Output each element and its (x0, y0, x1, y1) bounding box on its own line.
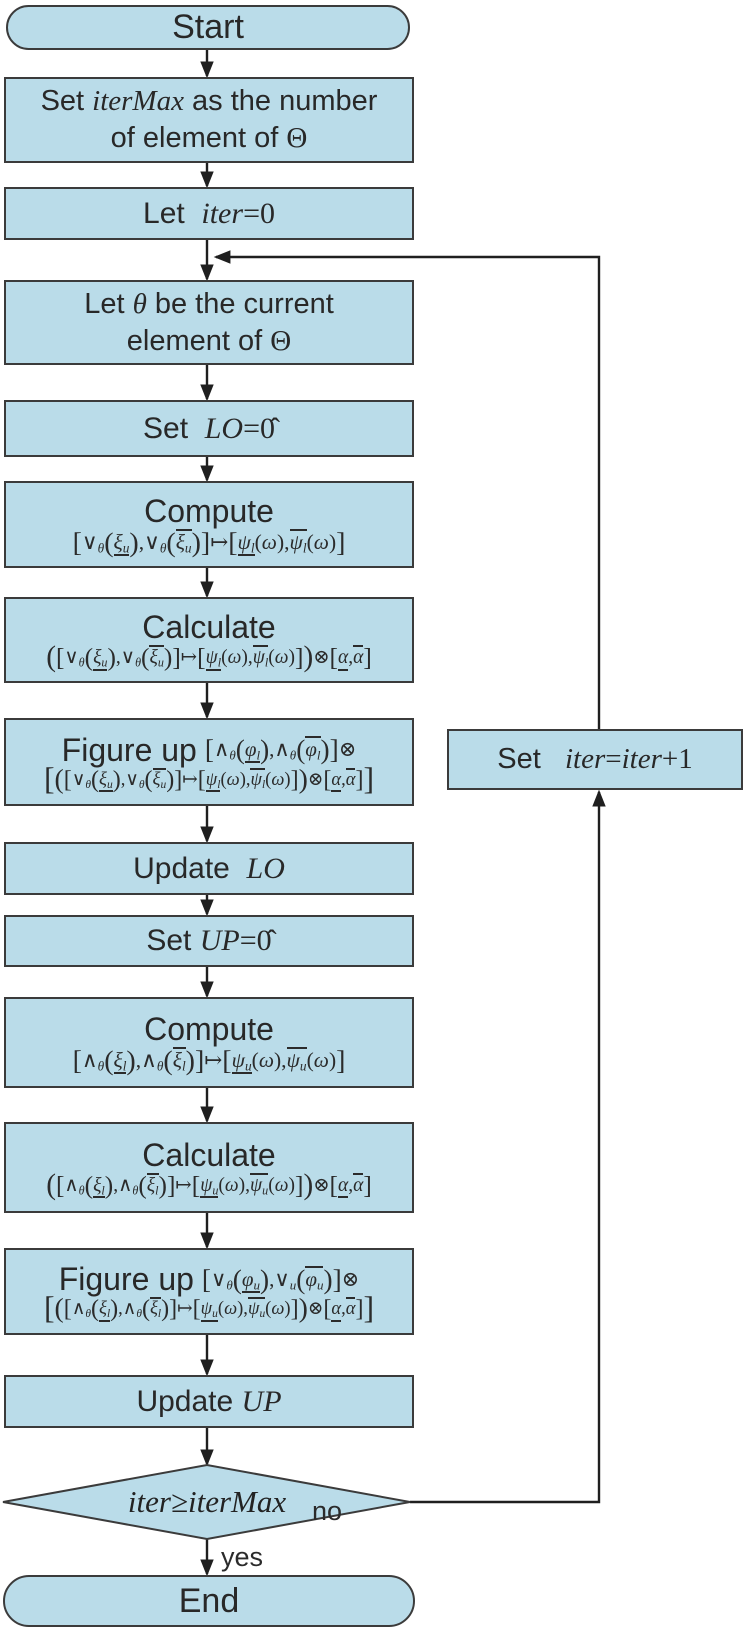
end-label: End (178, 1581, 240, 1620)
increment-iter-text: Set iter=iter+1 (497, 743, 693, 775)
calculate-up-heading: Calculate (142, 1136, 276, 1173)
node-figure-up-up: Figure up [∨θ(φu),∨u(φu)]⊗ [([∧θ(ξl),∧θ(… (4, 1248, 414, 1335)
update-up-text: Update UP (136, 1384, 282, 1418)
calculate-lo-formula: ([∨θ(ξu),∨θ(ξu)]↦[ψl(ω),ψl(ω)])⊗[α,α] (46, 641, 372, 674)
edge-label-no: no (312, 1496, 343, 1526)
node-decision-label: iter≥iterMax (40, 1480, 374, 1524)
compute-lo-heading: Compute (144, 492, 274, 529)
decision-diamond-shape (2, 1463, 411, 1541)
set-lo-text: Set LO=0̂ (143, 411, 275, 445)
node-compute-lo: Compute [∨θ(ξu),∨θ(ξu)]↦[ψl(ω),ψl(ω)] (4, 481, 414, 568)
calculate-up-formula: ([∧θ(ξl),∧θ(ξl)]↦[ψu(ω),ψu(ω)])⊗[α,α] (46, 1168, 372, 1201)
node-start: Start (6, 5, 410, 50)
node-set-lo: Set LO=0̂ (4, 400, 414, 457)
figure-up-lo-heading: Figure up (61, 731, 197, 768)
node-let-iter: Let iter=0 (4, 187, 414, 240)
edge-label-yes: yes (221, 1542, 264, 1572)
let-iter-text: Let iter=0 (143, 196, 275, 230)
arrow-decision-no-to-increment (410, 789, 606, 1504)
arrow-increment-loopback (213, 250, 601, 729)
figure-up-lo-formula-line2: [([∨θ(ξu),∨θ(ξu)]↦[ψl(ω),ψl(ω)])⊗[α,α]] (43, 760, 375, 796)
figure-up-lo-formula-line1: [∧θ(φl),∧θ(φl)]⊗ (204, 734, 357, 765)
node-update-up: Update UP (4, 1375, 414, 1428)
figure-up-up-formula-line2: [([∧θ(ξl),∧θ(ξl)]↦[ψu(ω),ψu(ω)])⊗[α,α]] (43, 1290, 375, 1326)
compute-up-heading: Compute (144, 1010, 274, 1047)
set-up-text: Set UP=0̂ (146, 924, 272, 957)
calculate-lo-heading: Calculate (142, 609, 276, 646)
node-set-up: Set UP=0̂ (4, 915, 414, 967)
node-calculate-lo: Calculate ([∨θ(ξu),∨θ(ξu)]↦[ψl(ω),ψl(ω)]… (4, 597, 414, 683)
start-label: Start (172, 8, 244, 46)
figure-up-up-formula-line1: [∨θ(φu),∨u(φu)]⊗ (201, 1264, 360, 1295)
node-compute-up: Compute [∧θ(ξl),∧θ(ξl)]↦[ψu(ω),ψu(ω)] (4, 997, 414, 1088)
figure-up-up-heading: Figure up (58, 1261, 194, 1298)
node-end: End (3, 1575, 415, 1627)
update-lo-text: Update LO (133, 851, 285, 885)
node-update-lo: Update LO (4, 842, 414, 895)
node-figure-up-lo: Figure up [∧θ(φl),∧θ(φl)]⊗ [([∨θ(ξu),∨θ(… (4, 718, 414, 806)
decision-condition-text: iter≥iterMax (127, 1484, 287, 1519)
node-increment-iter: Set iter=iter+1 (447, 729, 743, 790)
compute-lo-formula: [∨θ(ξu),∨θ(ξu)]↦[ψl(ω),ψl(ω)] (72, 527, 346, 559)
node-calculate-up: Calculate ([∧θ(ξl),∧θ(ξl)]↦[ψu(ω),ψu(ω)]… (4, 1122, 414, 1213)
compute-up-formula: [∧θ(ξl),∧θ(ξl)]↦[ψu(ω),ψu(ω)] (72, 1045, 346, 1077)
